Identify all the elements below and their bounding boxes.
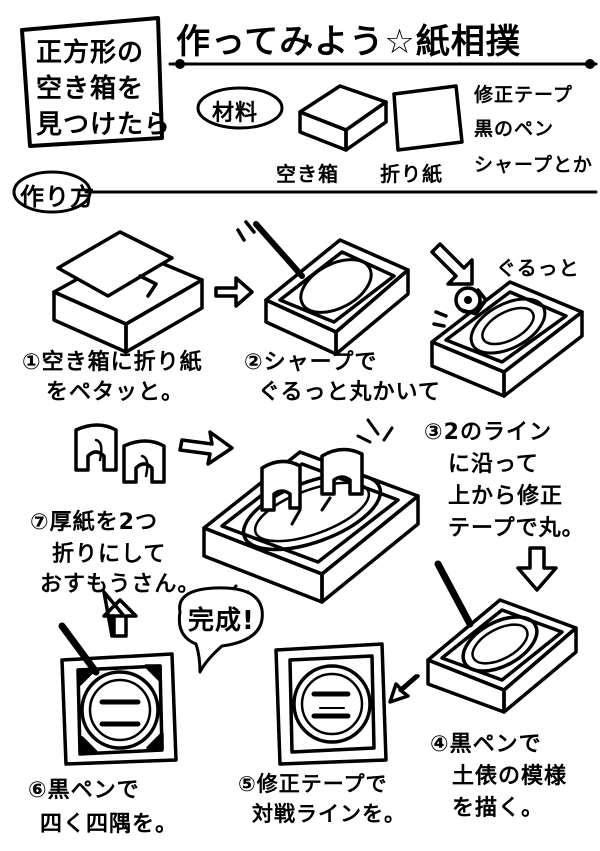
intro-box xyxy=(20,16,164,148)
step2-sfx: ぐるっと xyxy=(496,256,580,280)
step6-text-line1: ⑥黒ペンで xyxy=(28,778,140,803)
material-item-correction-tape: 修正テープ xyxy=(474,84,573,106)
page-title: 作ってみよう☆紙相撲 xyxy=(176,22,521,62)
step7-text-line1: ⑦厚紙を2つ xyxy=(30,510,158,535)
step3-text-line1: ③2のライン xyxy=(424,420,552,445)
step4-text-line2: 土俵の模様 xyxy=(452,764,568,789)
step7-illustration xyxy=(74,423,166,484)
howto-label-oval xyxy=(12,170,92,214)
intro-line-3: 見つけたら xyxy=(36,110,172,140)
material-item-empty-box: 空き箱 xyxy=(276,162,339,186)
step6-illustration xyxy=(58,622,178,766)
step3-illustration xyxy=(430,280,584,398)
step3-text-line2: に沿って xyxy=(448,452,539,477)
step2-text-line1: ②シャープで xyxy=(244,350,378,375)
step5-text-line1: ⑤修正テープで xyxy=(238,772,388,796)
complete-label: 完成! xyxy=(188,606,255,636)
howto-label: 作り方 xyxy=(20,183,95,211)
complete-bubble xyxy=(177,586,264,674)
step4-text-line3: を描く。 xyxy=(452,796,545,821)
material-box-icon xyxy=(298,84,388,152)
arrow-2-3 xyxy=(430,242,474,286)
step5-illustration xyxy=(274,642,388,766)
step1-text-line1: ①空き箱に折り紙 xyxy=(22,350,203,375)
complete-illustration xyxy=(202,418,420,610)
material-item-black-pen: 黒のペン xyxy=(474,118,555,140)
step4-text-line1: ④黒ペンで xyxy=(430,732,542,757)
material-origami-icon xyxy=(392,84,464,152)
step5-text-line2: 対戦ラインを。 xyxy=(252,802,406,826)
material-item-mechanical-pencil: シャープとか xyxy=(474,154,593,176)
arrow-7-complete xyxy=(178,430,234,466)
intro-line-1: 正方形の xyxy=(36,38,145,68)
arrow-1-2 xyxy=(214,276,254,308)
step7-text-line2: 折りにして xyxy=(52,542,167,567)
intro-line-2: 空き箱を xyxy=(36,74,145,104)
material-item-origami: 折り紙 xyxy=(380,162,443,186)
step1-illustration xyxy=(52,230,204,354)
arrow-6-7 xyxy=(102,590,126,638)
materials-label-oval xyxy=(196,86,284,130)
step6-text-line2: 四く四隅を。 xyxy=(40,812,179,837)
step7-text-line3: おすもうさん。 xyxy=(40,572,201,597)
step1-text-line2: をペタッと。 xyxy=(46,380,185,405)
step3-text-line3: 上から修正 xyxy=(448,484,564,509)
step2-illustration xyxy=(236,220,410,356)
step2-text-line2: ぐるっと丸かいて xyxy=(258,380,441,405)
arrow-4-5 xyxy=(388,674,420,704)
arrow-3-4 xyxy=(516,546,558,592)
materials-label: 材料 xyxy=(212,101,259,126)
step4-illustration xyxy=(426,560,578,714)
step3-text-line4: テープで丸。 xyxy=(448,516,585,541)
